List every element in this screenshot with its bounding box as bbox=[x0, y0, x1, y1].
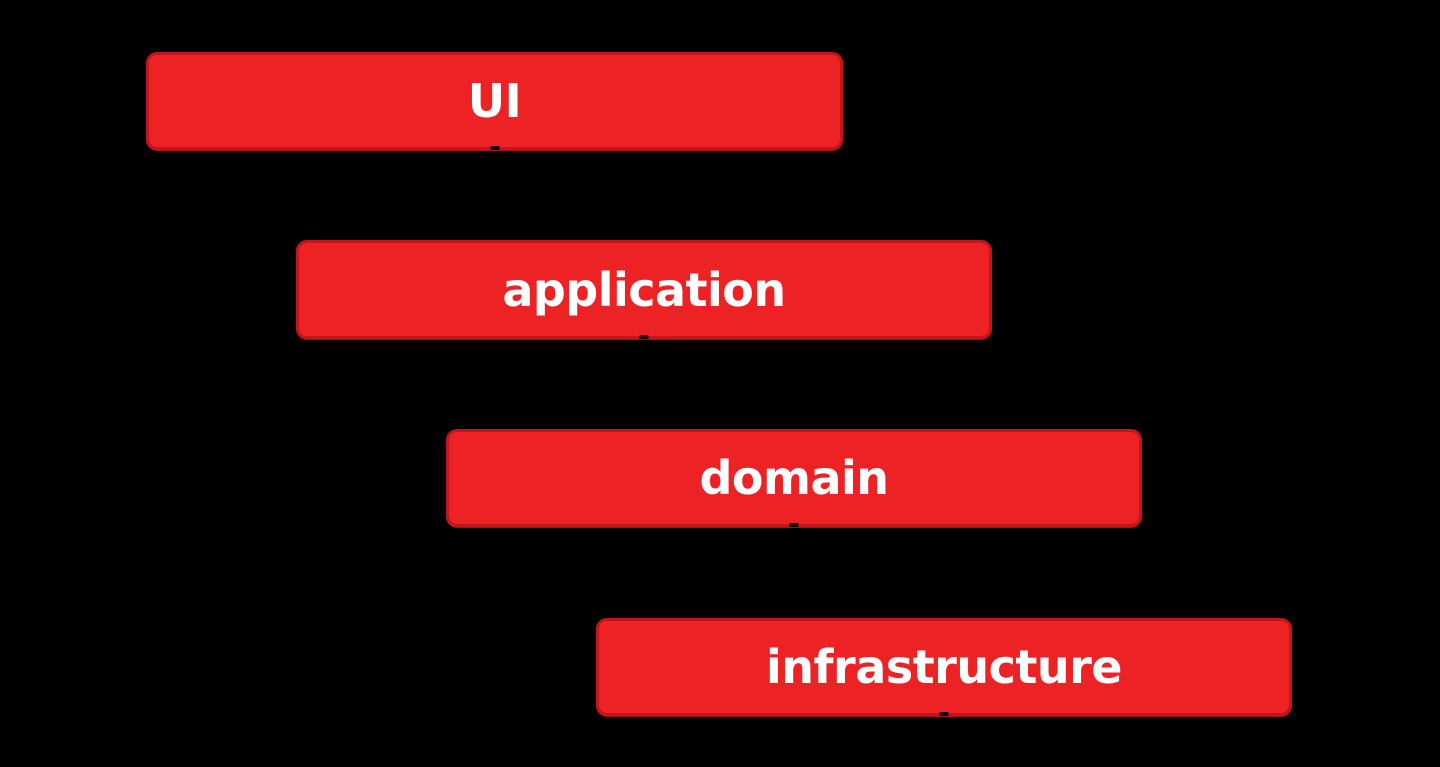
layer-label-domain: domain bbox=[699, 451, 889, 505]
layer-box-infrastructure[interactable]: infrastructure bbox=[596, 618, 1292, 716]
layer-box-domain[interactable]: domain bbox=[446, 429, 1142, 527]
layer-box-ui[interactable]: UI bbox=[146, 52, 843, 150]
layer-label-infrastructure: infrastructure bbox=[766, 640, 1122, 694]
layer-label-ui: UI bbox=[467, 74, 522, 128]
layer-label-application: application bbox=[502, 262, 786, 317]
layer-box-application[interactable]: application bbox=[296, 240, 992, 339]
